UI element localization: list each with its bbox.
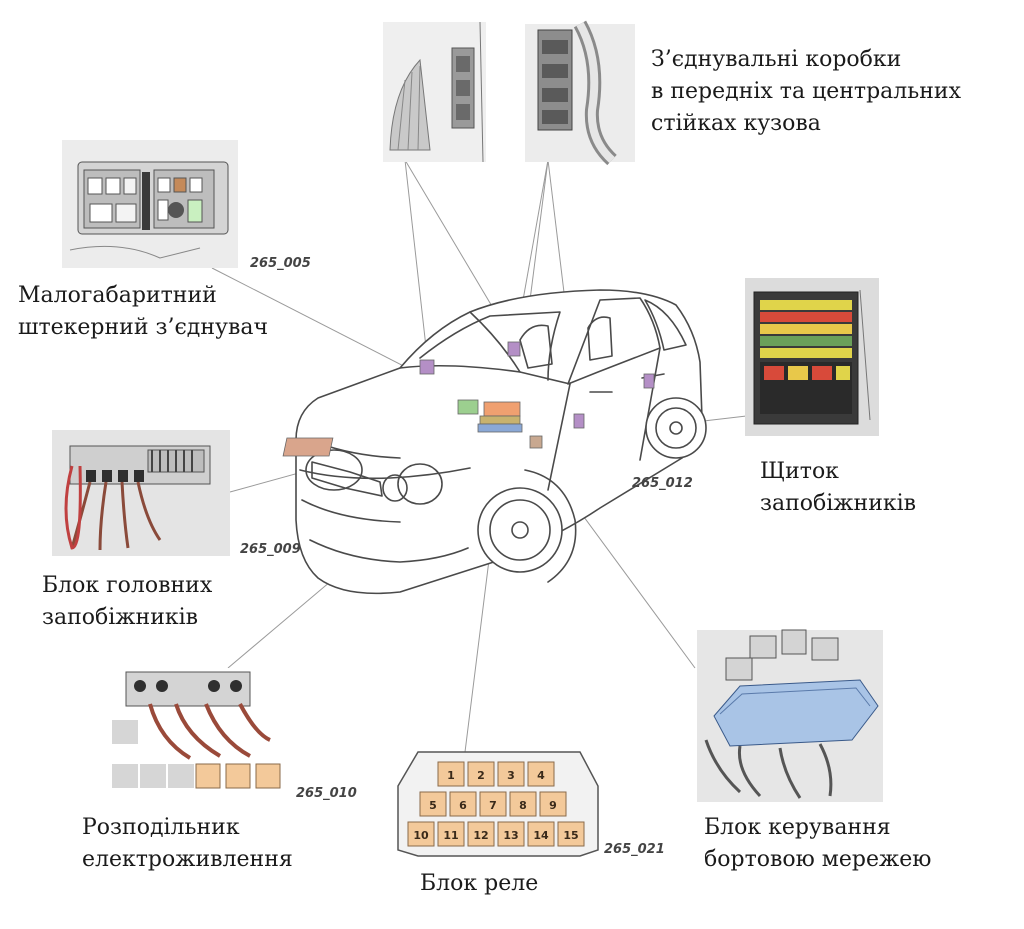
relay-number-14: 14: [533, 829, 549, 842]
control-unit-marker: [529, 435, 543, 449]
relay-number-12: 12: [473, 829, 488, 842]
relay-tile-3: [497, 761, 525, 787]
junction-box-photo-b: [525, 20, 635, 166]
relay-tile-4: [527, 761, 555, 787]
relay-block-line-1: Блок реле: [420, 871, 539, 896]
fuse-rows: [760, 300, 852, 414]
small-connector-code: 265_005: [250, 256, 311, 271]
fuse-panel-line-1: Щиток: [760, 459, 839, 484]
onboard-network-control-line-2: бортовою мережею: [704, 847, 932, 872]
relay-number-8: 8: [519, 799, 527, 812]
junction-marker-front-right: [507, 341, 521, 357]
relay-tile-14: [527, 821, 555, 847]
relay-number-1: 1: [447, 769, 455, 782]
fuse-panel-photo: [745, 278, 879, 436]
fuse-panel-label: Щиток запобіжників: [760, 456, 916, 520]
relay-number-11: 11: [443, 829, 458, 842]
relay-number-13: 13: [503, 829, 518, 842]
relay-tile-7: [479, 791, 507, 817]
power-distributor-label: Розподільник електроживлення: [82, 812, 293, 876]
relay-tile-15: [557, 821, 585, 847]
relay-number-4: 4: [537, 769, 545, 782]
relay-number-2: 2: [477, 769, 485, 782]
main-fuse-block-line-1: Блок головних: [42, 573, 213, 598]
power-distributor-line-2: електроживлення: [82, 847, 293, 872]
power-distributor-photo: [112, 668, 290, 798]
main-fuse-block-code: 265_009: [240, 542, 301, 557]
relay-tile-6: [449, 791, 477, 817]
fuse-panel-line-2: запобіжників: [760, 491, 917, 516]
car-markers: [282, 341, 655, 457]
fuse-stack-marker-3: [477, 423, 523, 433]
relay-tile-2: [467, 761, 495, 787]
fuse-panel-code: 265_012: [632, 476, 693, 491]
relay-tile-1: [437, 761, 465, 787]
relay-block-label: Блок реле: [420, 868, 538, 900]
relay-tile-10: [407, 821, 435, 847]
onboard-network-control-photo: [697, 629, 883, 802]
fuse-stack-marker: [483, 401, 521, 417]
junction-box-photo-a: [383, 21, 486, 163]
relay-number-6: 6: [459, 799, 467, 812]
small-connector-label: Малогабаритний штекерний з’єднувач: [18, 280, 268, 344]
junction-boxes-line-3: стійках кузова: [651, 111, 821, 136]
relay-tile-13: [497, 821, 525, 847]
junction-boxes-line-1: З’єднувальні коробки: [651, 47, 902, 72]
relay-number-3: 3: [507, 769, 515, 782]
junction-boxes-label: З’єднувальні коробки в передніх та центр…: [651, 44, 961, 140]
relay-number-9: 9: [549, 799, 557, 812]
power-distributor-line-1: Розподільник: [82, 815, 240, 840]
main-fuse-block-label: Блок головних запобіжників: [42, 570, 212, 634]
power-distributor-code: 265_010: [296, 786, 357, 801]
junction-boxes-line-2: в передніх та центральних: [651, 79, 961, 104]
relay-pad-marker: [282, 437, 334, 457]
junction-marker-front-left: [419, 359, 435, 375]
main-fuse-block-photo: [52, 430, 230, 556]
relay-number-10: 10: [413, 829, 429, 842]
onboard-network-control-line-1: Блок керування: [704, 815, 891, 840]
junction-marker-center-left: [573, 413, 585, 429]
fuse-stack-marker-2: [479, 415, 521, 425]
relay-tile-12: [467, 821, 495, 847]
small-connector-line-1: Малогабаритний: [18, 283, 217, 308]
main-fuse-block-line-2: запобіжників: [42, 605, 199, 630]
small-connector-photo: [62, 140, 238, 268]
junction-marker-center-right: [643, 373, 655, 389]
car-illustration: [295, 289, 707, 595]
relay-number-5: 5: [429, 799, 437, 812]
small-connector-line-2: штекерний з’єднувач: [18, 315, 268, 340]
relay-tile-5: [419, 791, 447, 817]
relay-block-code: 265_021: [604, 842, 665, 857]
relay-tile-9: [539, 791, 567, 817]
relay-tile-8: [509, 791, 537, 817]
relay-number-7: 7: [489, 799, 497, 812]
relay-tile-11: [437, 821, 465, 847]
onboard-network-control-label: Блок керування бортовою мережею: [704, 812, 931, 876]
relay-number-15: 15: [563, 829, 578, 842]
small-connector-marker: [457, 399, 479, 415]
